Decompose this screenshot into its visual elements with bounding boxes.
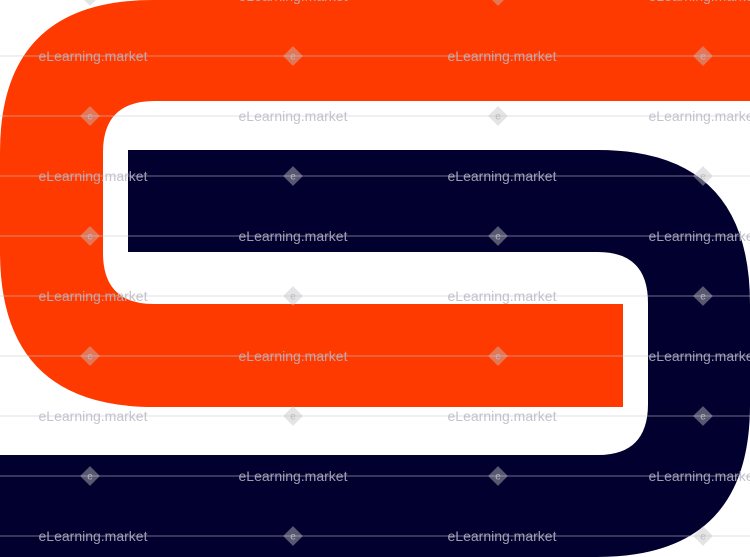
watermark-diamond-icon <box>693 526 713 546</box>
watermark-e-letter: e <box>700 412 706 423</box>
watermark-e-letter: e <box>700 52 706 63</box>
watermark-diamond-icon <box>488 0 508 6</box>
watermark-text: eLearning.market <box>39 48 148 64</box>
watermark-e-letter: e <box>87 112 93 123</box>
watermark-diamond-icon <box>80 226 100 246</box>
watermark-text: eLearning.market <box>448 528 557 544</box>
watermark-text: eLearning.market <box>649 0 750 4</box>
watermark-text: eLearning.market <box>649 348 750 364</box>
watermark-text: eLearning.market <box>39 408 148 424</box>
watermark-diamond-icon <box>488 106 508 126</box>
watermark-e-letter: e <box>87 232 93 243</box>
watermark-diamond-icon <box>80 0 100 6</box>
watermark-e-letter: e <box>87 352 93 363</box>
watermark-text: eLearning.market <box>239 108 348 124</box>
watermark-e-letter: e <box>495 352 501 363</box>
watermark-e-letter: e <box>290 532 296 543</box>
watermark-e-letter: e <box>495 112 501 123</box>
watermark-text: eLearning.market <box>448 408 557 424</box>
watermark-e-letter: e <box>700 292 706 303</box>
watermark-diamond-icon <box>693 406 713 426</box>
watermark-text: eLearning.market <box>448 168 557 184</box>
watermark-text: eLearning.market <box>649 468 750 484</box>
watermark-text: eLearning.market <box>39 528 148 544</box>
navy-s-shape <box>0 150 750 557</box>
watermark-text: eLearning.market <box>39 288 148 304</box>
watermark-e-letter: e <box>495 0 501 3</box>
watermark-text: eLearning.market <box>649 228 750 244</box>
watermark-e-letter: e <box>495 472 501 483</box>
watermark-diamond-icon <box>80 346 100 366</box>
watermark-diamond-icon <box>488 346 508 366</box>
watermark-e-letter: e <box>290 172 296 183</box>
watermark-diamond-icon <box>488 226 508 246</box>
watermark-text: eLearning.market <box>239 0 348 4</box>
watermark-text: eLearning.market <box>448 48 557 64</box>
watermark-diamond-icon <box>283 46 303 66</box>
watermark-text: eLearning.market <box>39 168 148 184</box>
orange-s-shape <box>0 0 750 407</box>
watermark-e-letter: e <box>700 172 706 183</box>
watermark-diamond-icon <box>283 526 303 546</box>
watermark-e-letter: e <box>700 532 706 543</box>
watermark-diamond-icon <box>283 166 303 186</box>
watermark-e-letter: e <box>290 412 296 423</box>
watermark-diamond-icon <box>80 466 100 486</box>
watermark-e-letter: e <box>495 232 501 243</box>
watermark-text: eLearning.market <box>239 228 348 244</box>
watermark-text: eLearning.market <box>239 348 348 364</box>
watermark-text: eLearning.market <box>239 468 348 484</box>
watermark-e-letter: e <box>87 0 93 3</box>
watermark-text: eLearning.market <box>448 288 557 304</box>
watermark-e-letter: e <box>290 292 296 303</box>
watermark-text: eLearning.market <box>649 108 750 124</box>
watermark-e-letter: e <box>290 52 296 63</box>
watermark-diamond-icon <box>693 286 713 306</box>
watermark-diamond-icon <box>80 106 100 126</box>
watermark-diamond-icon <box>283 406 303 426</box>
watermark-diamond-icon <box>283 286 303 306</box>
watermark-diamond-icon <box>488 466 508 486</box>
watermark-e-letter: e <box>87 472 93 483</box>
